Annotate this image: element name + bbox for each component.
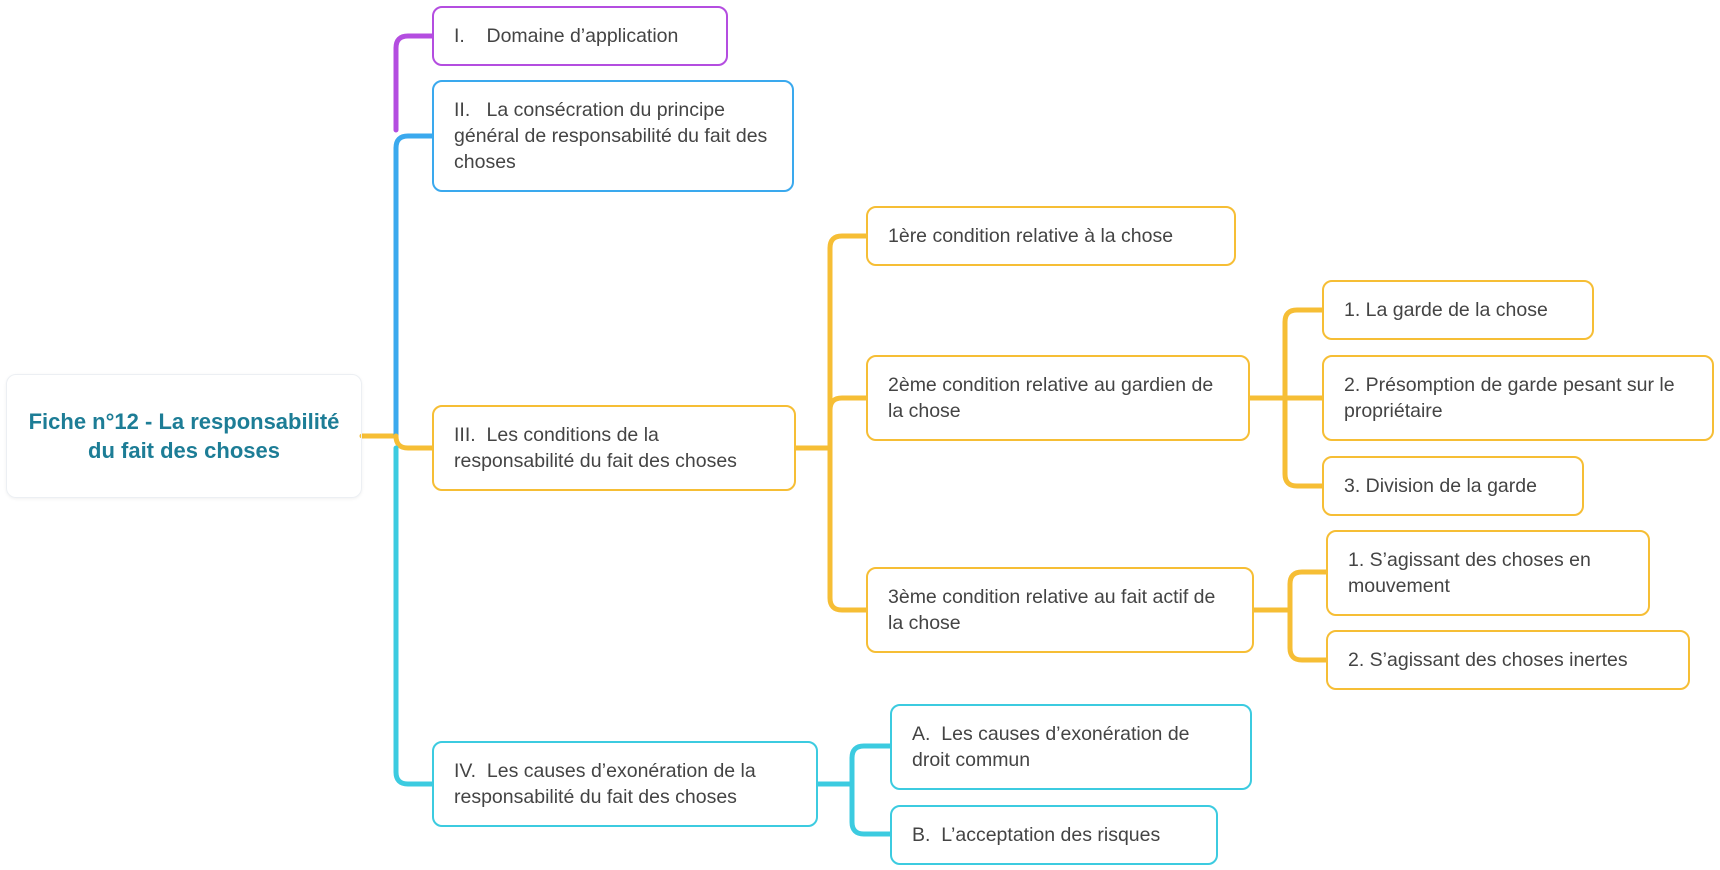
exoneration-item-b-label: B. L’acceptation des risques xyxy=(912,824,1161,846)
exoneration-item-a[interactable]: A. Les causes d’exonération de droit com… xyxy=(890,704,1252,790)
exoneration-item-a-label: A. Les causes d’exonération de droit com… xyxy=(912,723,1195,771)
section-2[interactable]: II. La consécration du principe général … xyxy=(432,80,794,192)
connector-c2-g3 xyxy=(1282,395,1325,489)
garde-item-1-label: 1. La garde de la chose xyxy=(1344,299,1548,321)
connector-IV-a xyxy=(849,743,893,787)
connector-III-c2 xyxy=(827,395,869,451)
condition-1-label: 1ère condition relative à la chose xyxy=(888,225,1174,247)
connector-III-c1 xyxy=(827,233,869,451)
connector-III-c3 xyxy=(827,445,869,613)
root-topic[interactable]: Fiche n°12 - La responsabilité du fait d… xyxy=(6,374,362,498)
condition-3-label: 3ème condition relative au fait actif de… xyxy=(888,586,1216,634)
connector-c3-f2 xyxy=(1287,607,1329,663)
condition-2-label: 2ème condition relative au gardien de la… xyxy=(888,374,1214,422)
exoneration-item-b[interactable]: B. L’acceptation des risques xyxy=(890,805,1218,865)
section-4-label: IV. Les causes d’exonération de la respo… xyxy=(454,760,762,808)
garde-item-2-label: 2. Présomption de garde pesant sur le pr… xyxy=(1344,374,1675,422)
connector-c2-g1 xyxy=(1282,307,1325,401)
connector-trunk-blue xyxy=(393,133,435,439)
connector-IV-b xyxy=(849,781,893,837)
root-title: Fiche n°12 - La responsabilité du fait d… xyxy=(28,409,340,463)
condition-3[interactable]: 3ème condition relative au fait actif de… xyxy=(866,567,1254,653)
garde-item-2[interactable]: 2. Présomption de garde pesant sur le pr… xyxy=(1322,355,1714,441)
connector-trunk-yellow xyxy=(393,433,435,451)
fait-actif-item-2-label: 2. S’agissant des choses inertes xyxy=(1348,649,1628,671)
connector-trunk-cyan xyxy=(393,445,435,787)
fait-actif-item-1[interactable]: 1. S’agissant des choses en mouvement xyxy=(1326,530,1650,616)
garde-item-1[interactable]: 1. La garde de la chose xyxy=(1322,280,1594,340)
garde-item-3[interactable]: 3. Division de la garde xyxy=(1322,456,1584,516)
section-3-label: III. Les conditions de la responsabilité… xyxy=(454,424,737,472)
connector-c3-f1 xyxy=(1287,569,1329,613)
fait-actif-item-1-label: 1. S’agissant des choses en mouvement xyxy=(1348,549,1591,597)
section-1[interactable]: I. Domaine d’application xyxy=(432,6,728,66)
section-1-label: I. Domaine d’application xyxy=(454,25,679,47)
fait-actif-item-2[interactable]: 2. S’agissant des choses inertes xyxy=(1326,630,1690,690)
garde-item-3-label: 3. Division de la garde xyxy=(1344,475,1537,497)
section-3[interactable]: III. Les conditions de la responsabilité… xyxy=(432,405,796,491)
section-2-label: II. La consécration du principe général … xyxy=(454,99,773,173)
condition-2[interactable]: 2ème condition relative au gardien de la… xyxy=(866,355,1250,441)
section-4[interactable]: IV. Les causes d’exonération de la respo… xyxy=(432,741,818,827)
condition-1[interactable]: 1ère condition relative à la chose xyxy=(866,206,1236,266)
connector-trunk-purple xyxy=(393,33,435,133)
